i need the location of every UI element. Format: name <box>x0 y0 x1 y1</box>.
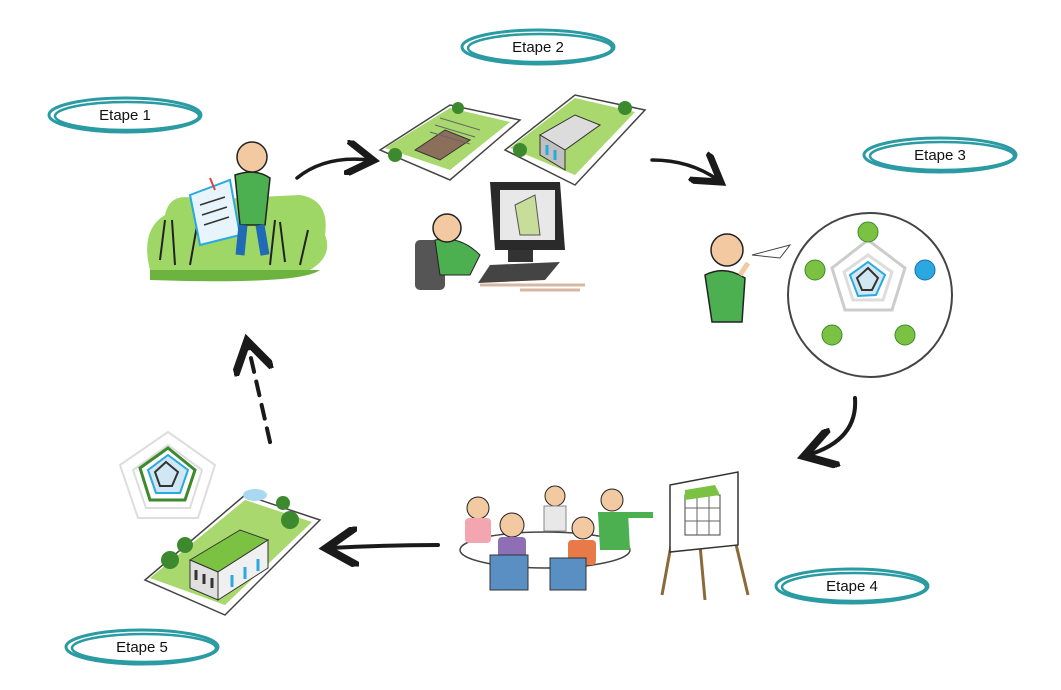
step-4-label: Etape 4 <box>772 566 932 606</box>
thinking-person-icon <box>704 233 792 323</box>
radar-circle-icon <box>787 212 953 378</box>
step-5-label: Etape 5 <box>62 627 222 667</box>
site-plans-icon <box>378 94 647 186</box>
step-4-text: Etape 4 <box>826 577 878 595</box>
ellipse-icon <box>460 28 616 66</box>
easel-icon <box>660 471 750 601</box>
step-5-text: Etape 5 <box>116 638 168 656</box>
computer-user-icon <box>415 182 585 292</box>
step-3-label: Etape 3 <box>860 135 1020 175</box>
ellipse-icon <box>47 96 203 134</box>
ellipse-icon <box>774 567 930 605</box>
radar-chart-icon <box>118 430 217 519</box>
step-1-text: Etape 1 <box>99 106 151 124</box>
person-with-sign-icon <box>147 141 328 282</box>
step-2-label: Etape 2 <box>458 27 618 67</box>
step-1-label: Etape 1 <box>45 95 205 135</box>
meeting-icon <box>459 485 653 591</box>
green-building-icon <box>143 489 322 616</box>
step-3-text: Etape 3 <box>914 146 966 164</box>
step-2-text: Etape 2 <box>512 38 564 56</box>
ellipse-icon <box>862 136 1018 174</box>
ellipse-icon <box>64 628 220 666</box>
